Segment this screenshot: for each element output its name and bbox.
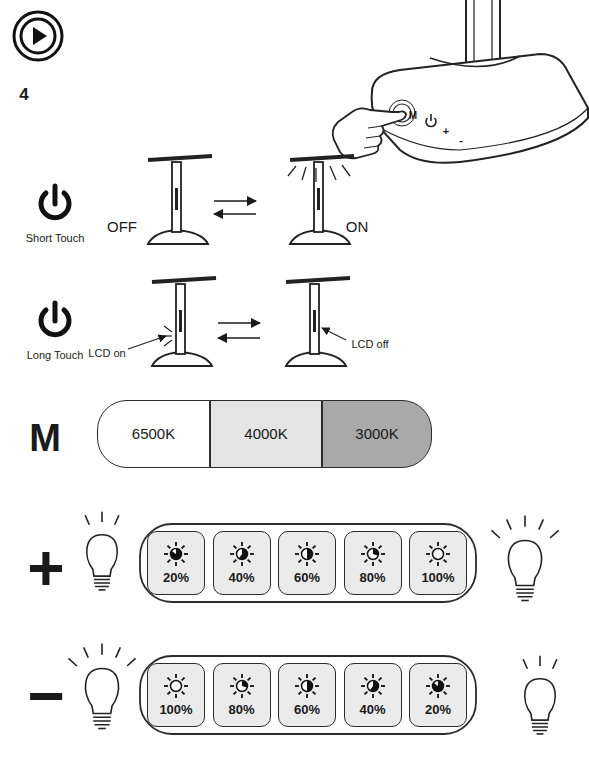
kelvin-text: 4000K — [244, 426, 287, 443]
brightness-level-box: 60% — [278, 663, 336, 727]
toggle-arrows — [214, 201, 260, 338]
percent-text: 60% — [294, 703, 320, 717]
control-symbol: M — [29, 419, 61, 457]
brightness-level-box: 80% — [213, 663, 271, 727]
color-temperature-segment: 6500K — [97, 400, 210, 468]
color-temperature-segment: 3000K — [322, 400, 432, 468]
control-symbol: − — [27, 664, 64, 728]
button-label: - — [459, 135, 463, 146]
brightness-level-box: 60% — [278, 531, 336, 595]
light-bulb — [523, 656, 557, 734]
light-bulb — [491, 516, 558, 601]
brightness-icon — [425, 673, 451, 699]
brightness-level-box: 40% — [344, 663, 402, 727]
caption-text: Long Touch — [27, 350, 84, 361]
power-icon — [41, 186, 69, 335]
brightness-icon — [360, 541, 386, 567]
brightness-level-box: 100% — [409, 531, 467, 595]
caption-text: LCD on — [88, 348, 125, 359]
brightness-icon — [360, 673, 386, 699]
desk-lamp — [288, 156, 354, 244]
caption-text: 4 — [19, 86, 28, 103]
leader-line — [128, 336, 166, 349]
base-power-symbol — [426, 114, 436, 127]
caption-text: LCD off — [351, 339, 388, 350]
brightness-level-box: 20% — [409, 663, 467, 727]
kelvin-text: 6500K — [132, 426, 175, 443]
percent-text: 60% — [294, 571, 320, 585]
percent-text: 40% — [359, 703, 385, 717]
brightness-icon — [229, 541, 255, 567]
brightness-icon — [229, 673, 255, 699]
brightness-level-box: 80% — [344, 531, 402, 595]
desk-lamp — [148, 156, 212, 244]
light-bulb — [68, 644, 135, 729]
brightness-icon — [163, 541, 189, 567]
percent-text: 100% — [421, 571, 454, 585]
button-label: + — [443, 126, 449, 137]
brightness-icon — [163, 673, 189, 699]
leader-line — [322, 328, 346, 340]
desk-lamps — [128, 156, 354, 366]
play-icon — [0, 0, 62, 60]
brightness-icon — [425, 541, 451, 567]
percent-text: 100% — [159, 703, 192, 717]
control-symbol: + — [27, 536, 64, 600]
caption-text: Short Touch — [26, 233, 85, 244]
percent-text: 40% — [228, 571, 254, 585]
desk-lamp — [286, 278, 350, 366]
desk-lamp — [152, 278, 216, 366]
hand — [333, 100, 415, 158]
caption-text: OFF — [107, 219, 137, 234]
percent-text: 80% — [359, 571, 385, 585]
percent-text: 20% — [425, 703, 451, 717]
lamp-base — [372, 0, 588, 163]
color-temperature-segment: 4000K — [210, 400, 322, 468]
brightness-level-box: 20% — [147, 531, 205, 595]
brightness-level-box: 100% — [147, 663, 205, 727]
percent-text: 80% — [228, 703, 254, 717]
brightness-level-box: 40% — [213, 531, 271, 595]
brightness-icon — [294, 673, 320, 699]
brightness-band — [140, 524, 476, 734]
button-label: M — [409, 111, 417, 121]
caption-text: ON — [346, 219, 369, 234]
kelvin-text: 3000K — [355, 426, 398, 443]
brightness-icon — [294, 541, 320, 567]
light-bulb — [85, 512, 119, 590]
percent-text: 20% — [163, 571, 189, 585]
